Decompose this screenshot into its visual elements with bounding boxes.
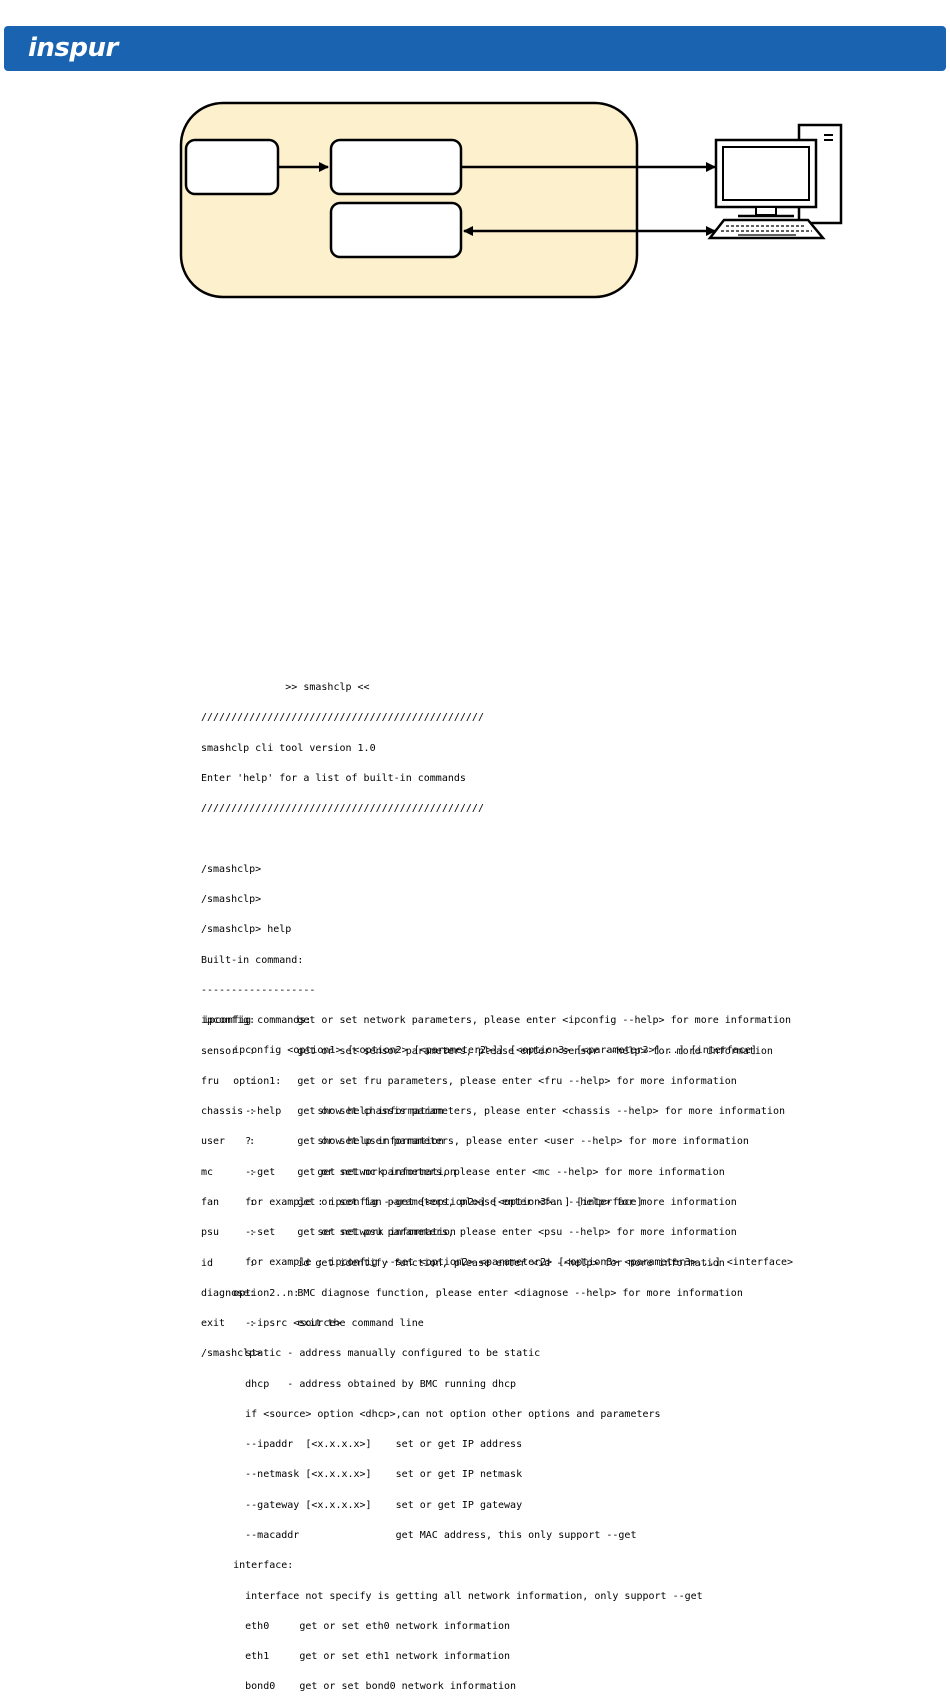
terminal-line: dhcp - address obtained by BMC running d… [203,1378,517,1390]
terminal-line: id : id get identify function, please en… [201,1257,725,1269]
terminal-line: bond0 get or set bond0 network informati… [203,1681,517,1693]
terminal-line: interface: [203,1560,294,1572]
terminal-line: chassis : get or set chassis parameters,… [201,1106,785,1118]
terminal-line: --macaddr get MAC address, this only sup… [203,1529,637,1541]
terminal-line: >> smashclp << [201,682,370,694]
terminal-line: interface not specify is getting all net… [203,1590,703,1602]
terminal-line: --ipsrc <source> [203,1318,342,1329]
header-bar: inspur [4,26,946,71]
terminal-line: --netmask [<x.x.x.x>] set or get IP netm… [203,1469,523,1481]
terminal-line: diagnose: BMC diagnose function, please … [201,1287,743,1299]
terminal-line: ipconfig: get or set network parameters,… [201,1015,792,1027]
terminal-line: ipconfig commands: [203,1015,312,1027]
service-block [329,138,463,196]
terminal-line: /smashclp> [201,894,262,906]
terminal-line: fru : get or set fru parameters, please … [201,1075,737,1087]
terminal-line: --gateway [<x.x.x.x>] set or get IP gate… [203,1499,523,1511]
terminal-line: /smashclp> [201,863,262,875]
terminal-line: for example : ipconfig --set <option2> <… [203,1257,794,1269]
terminal-line: --set set network information [203,1227,456,1239]
ipconfig-help-output: ipconfig commands: ipconfig <option1> [<… [203,996,793,1703]
terminal-line: psu : get or set psu parameters, please … [201,1227,737,1239]
terminal-line: eth1 get or set eth1 network information [203,1651,511,1663]
terminal-line: user : get or set user parameters, pleas… [201,1136,749,1148]
terminal-line: ////////////////////////////////////////… [201,803,484,815]
terminal-line: for example : ipconfig --get [<option2>]… [203,1196,643,1208]
terminal-line: if <source> option <dhcp>,can not option… [203,1408,661,1420]
terminal-line: ////////////////////////////////////////… [201,712,484,724]
terminal-line: --help show help information [203,1106,444,1118]
terminal-line: exit : exit the command line [201,1318,424,1330]
inspur-logo: inspur [28,33,118,63]
terminal-line [201,835,791,845]
terminal-line: /smashclp> [201,1348,262,1360]
terminal-line: option1: [203,1075,282,1087]
terminal-line: --get get network information [203,1166,456,1178]
terminal-line: static - address manually configured to … [203,1348,541,1360]
terminal-line: smashclp cli tool version 1.0 [201,742,376,754]
terminal-line: eth0 get or set eth0 network information [203,1620,511,1632]
terminal-line: --ipaddr [<x.x.x.x>] set or get IP addre… [203,1439,523,1451]
source-block [184,138,280,196]
terminal-line: sensor : get or set sensor parameters, p… [201,1045,773,1057]
shell-block [329,201,463,259]
terminal-line: Built-in command: [201,954,304,966]
terminal-line: /smashclp> help [201,924,292,936]
smashclp-help-output: >> smashclp << /////////////////////////… [201,663,791,1370]
terminal-line: ------------------- [201,985,316,996]
architecture-diagram [179,101,843,299]
desktop-computer-icon [707,123,843,240]
bmc-container [179,101,639,299]
terminal-line: Enter 'help' for a list of built-in comm… [201,773,466,785]
terminal-line: ? show help information [203,1136,444,1148]
terminal-line: fan : get or set fan parameters, please … [201,1196,737,1208]
terminal-line: option2..n: [203,1287,300,1299]
terminal-line: mc : get or set mc parameters, please en… [201,1166,725,1178]
terminal-line: ipconfig <option1> [<option2> [<paramete… [203,1045,757,1057]
